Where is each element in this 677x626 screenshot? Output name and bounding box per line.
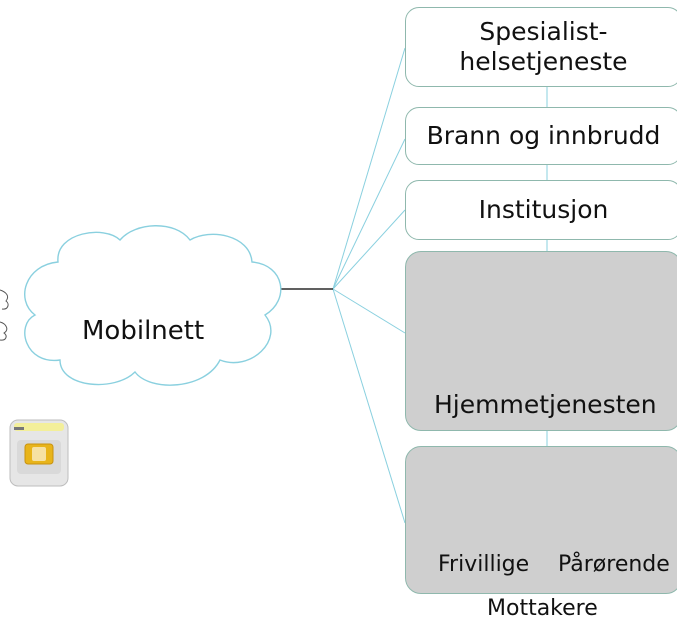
recipients-footer-label: Mottakere (487, 596, 598, 621)
recipient-institution-box: Institusjon (405, 180, 677, 240)
cloud-label: Mobilnett (82, 316, 205, 346)
line-to-volunteers (332, 288, 406, 524)
mobile-network-cloud (24, 225, 282, 386)
home-care-panel (405, 251, 677, 431)
connector-lines (332, 47, 548, 524)
line-to-home-care (332, 288, 406, 334)
line-to-institution (332, 209, 406, 290)
line-to-specialist (332, 47, 406, 290)
home-care-label: Hjemmetjenesten (434, 390, 657, 419)
volunteers-panel (405, 446, 677, 594)
safety-alarm-device-icon (9, 419, 69, 487)
sensor-device-icon (0, 289, 9, 341)
volunteers-label: Frivillige (438, 552, 530, 577)
line-to-fire (332, 138, 406, 290)
recipient-specialist-box: Spesialist- helsetjeneste (405, 7, 677, 87)
recipient-fire-box: Brann og innbrudd (405, 107, 677, 165)
relatives-label: Pårørende (558, 552, 670, 577)
